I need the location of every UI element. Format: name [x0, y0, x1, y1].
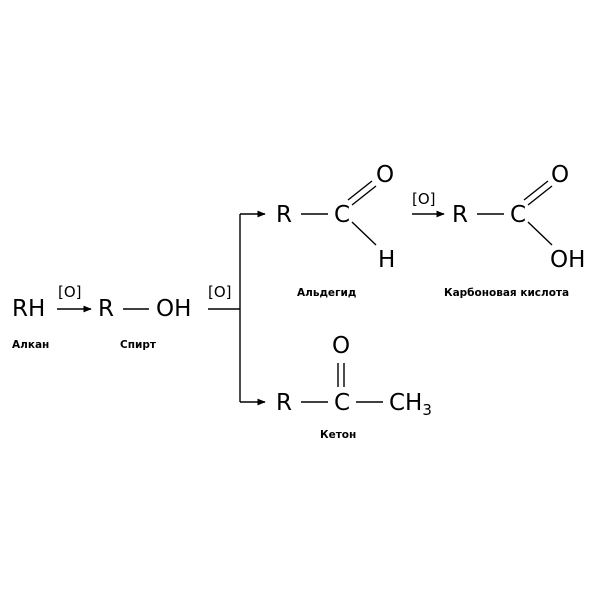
alcohol-caption: Спирт	[120, 339, 157, 351]
acid-co-bond-b	[527, 185, 553, 206]
aldehyde-c: C	[334, 202, 350, 228]
acid-o: O	[551, 162, 569, 188]
alkane-formula: RH	[12, 296, 45, 322]
acid-co-bond-a	[523, 180, 549, 201]
alcohol-r: R	[98, 296, 114, 322]
aldehyde-ch-bond	[351, 221, 377, 246]
aldehyde-caption: Альдегид	[297, 287, 356, 299]
oxidation-reagent-2: [O]	[208, 283, 232, 301]
oxidation-reagent-3: [O]	[412, 190, 436, 208]
acid-caption: Карбоновая кислота	[444, 287, 569, 299]
oxidation-reagent-1: [O]	[58, 283, 82, 301]
aldehyde-r: R	[276, 202, 292, 228]
aldehyde-h: H	[378, 247, 395, 273]
aldehyde-co-bond-b	[351, 185, 377, 206]
acid-coh-bond	[527, 221, 553, 246]
ketone-ch3: CH3	[389, 390, 432, 419]
ketone-r: R	[276, 390, 292, 416]
aldehyde-o: O	[376, 162, 394, 188]
ketone-c: C	[334, 390, 350, 416]
alkane-caption: Алкан	[12, 339, 49, 351]
acid-r: R	[452, 202, 468, 228]
acid-oh: OH	[550, 247, 585, 273]
ketone-caption: Кетон	[320, 429, 356, 441]
acid-c: C	[510, 202, 526, 228]
aldehyde-co-bond-a	[347, 180, 373, 201]
ketone-o: O	[332, 333, 350, 359]
alcohol-oh: OH	[156, 296, 191, 322]
